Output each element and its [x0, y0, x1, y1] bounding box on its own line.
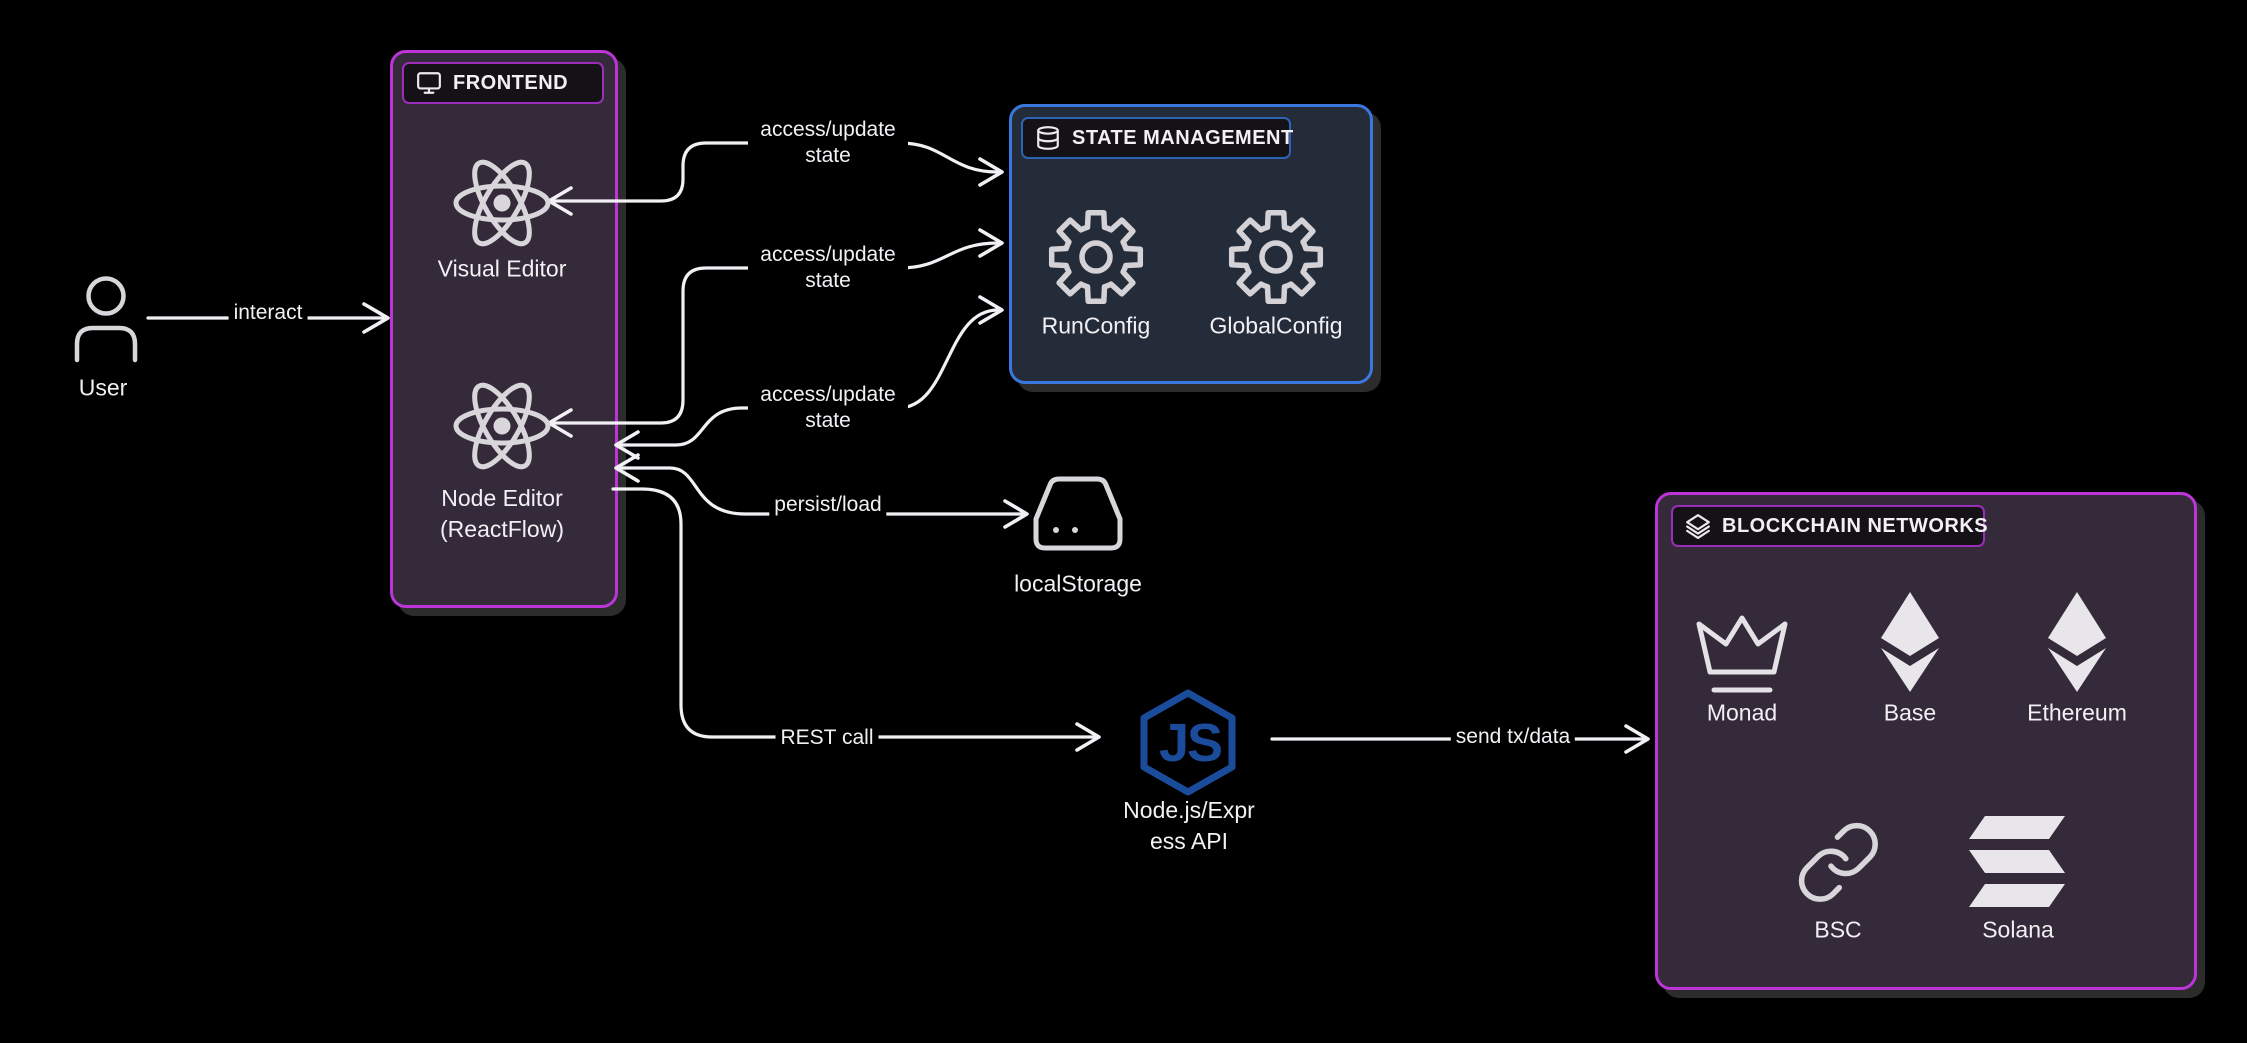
solana-label: Solana [1982, 916, 2054, 943]
node-editor-label-line1: Node Editor [441, 485, 563, 511]
globalconfig-label: GlobalConfig [1209, 312, 1343, 339]
api-label-line1: Node.js/Expr [1123, 797, 1255, 823]
frontend-badge: FRONTEND [402, 62, 604, 104]
ethereum-label: Ethereum [2027, 699, 2127, 726]
monitor-icon [417, 72, 441, 94]
bsc-label: BSC [1814, 916, 1862, 943]
state-management-title: STATE MANAGEMENT [1072, 126, 1294, 149]
eth-diamond-icon-base [1881, 592, 1939, 692]
edge-label-access-update-2: access/update state [748, 241, 908, 295]
react-icon-visual-editor [453, 159, 551, 247]
chain-link-icon-bsc [1798, 822, 1878, 902]
edge-label-rest-call: REST call [775, 724, 879, 752]
edge-label-access-update-3: access/update state [748, 381, 908, 435]
solana-icon [1969, 816, 2065, 907]
gear-icon-globalconfig [1228, 209, 1324, 305]
crown-icon-monad [1696, 615, 1788, 693]
nodejs-icon: JS [1140, 689, 1236, 796]
user-icon [74, 276, 138, 363]
blockchain-networks-title: BLOCKCHAIN NETWORKS [1722, 514, 1989, 537]
base-label: Base [1883, 699, 1937, 726]
edge-label-access-update-1: access/update state [748, 116, 908, 170]
gear-icon-runconfig [1048, 209, 1144, 305]
edge-persist-load-arrow [614, 453, 1029, 529]
frontend-group-box: FRONTEND [390, 50, 618, 608]
layers-icon [1686, 514, 1710, 539]
runconfig-label: RunConfig [1041, 312, 1151, 339]
eth-diamond-icon-ethereum [2048, 592, 2106, 692]
edge-label-persist-load: persist/load [769, 491, 887, 519]
state-management-badge: STATE MANAGEMENT [1021, 117, 1294, 159]
localstorage-label: localStorage [1014, 570, 1142, 597]
node-editor-label-line2: (ReactFlow) [440, 516, 564, 542]
monad-label: Monad [1706, 699, 1778, 726]
edge-label-interact: interact [228, 299, 308, 327]
database-icon [1037, 126, 1059, 150]
user-label: User [78, 374, 128, 401]
edge-rest-call-arrow [611, 487, 1101, 752]
nodejs-icon-text: JS [1159, 713, 1221, 773]
visual-editor-label: Visual Editor [437, 255, 567, 282]
api-label: Node.js/Expr ess API [1123, 795, 1255, 857]
state-management-group-box: STATE MANAGEMENT [1009, 104, 1373, 384]
node-editor-label: Node Editor (ReactFlow) [440, 483, 564, 545]
blockchain-networks-badge: BLOCKCHAIN NETWORKS [1671, 505, 1989, 547]
harddrive-icon-localstorage [1033, 476, 1123, 551]
frontend-title: FRONTEND [453, 71, 569, 94]
blockchain-networks-group-box: BLOCKCHAIN NETWORKS [1655, 492, 2197, 990]
react-icon-node-editor [453, 382, 551, 470]
edge-label-send-tx: send tx/data [1450, 723, 1576, 751]
api-label-line2: ess API [1150, 828, 1228, 854]
